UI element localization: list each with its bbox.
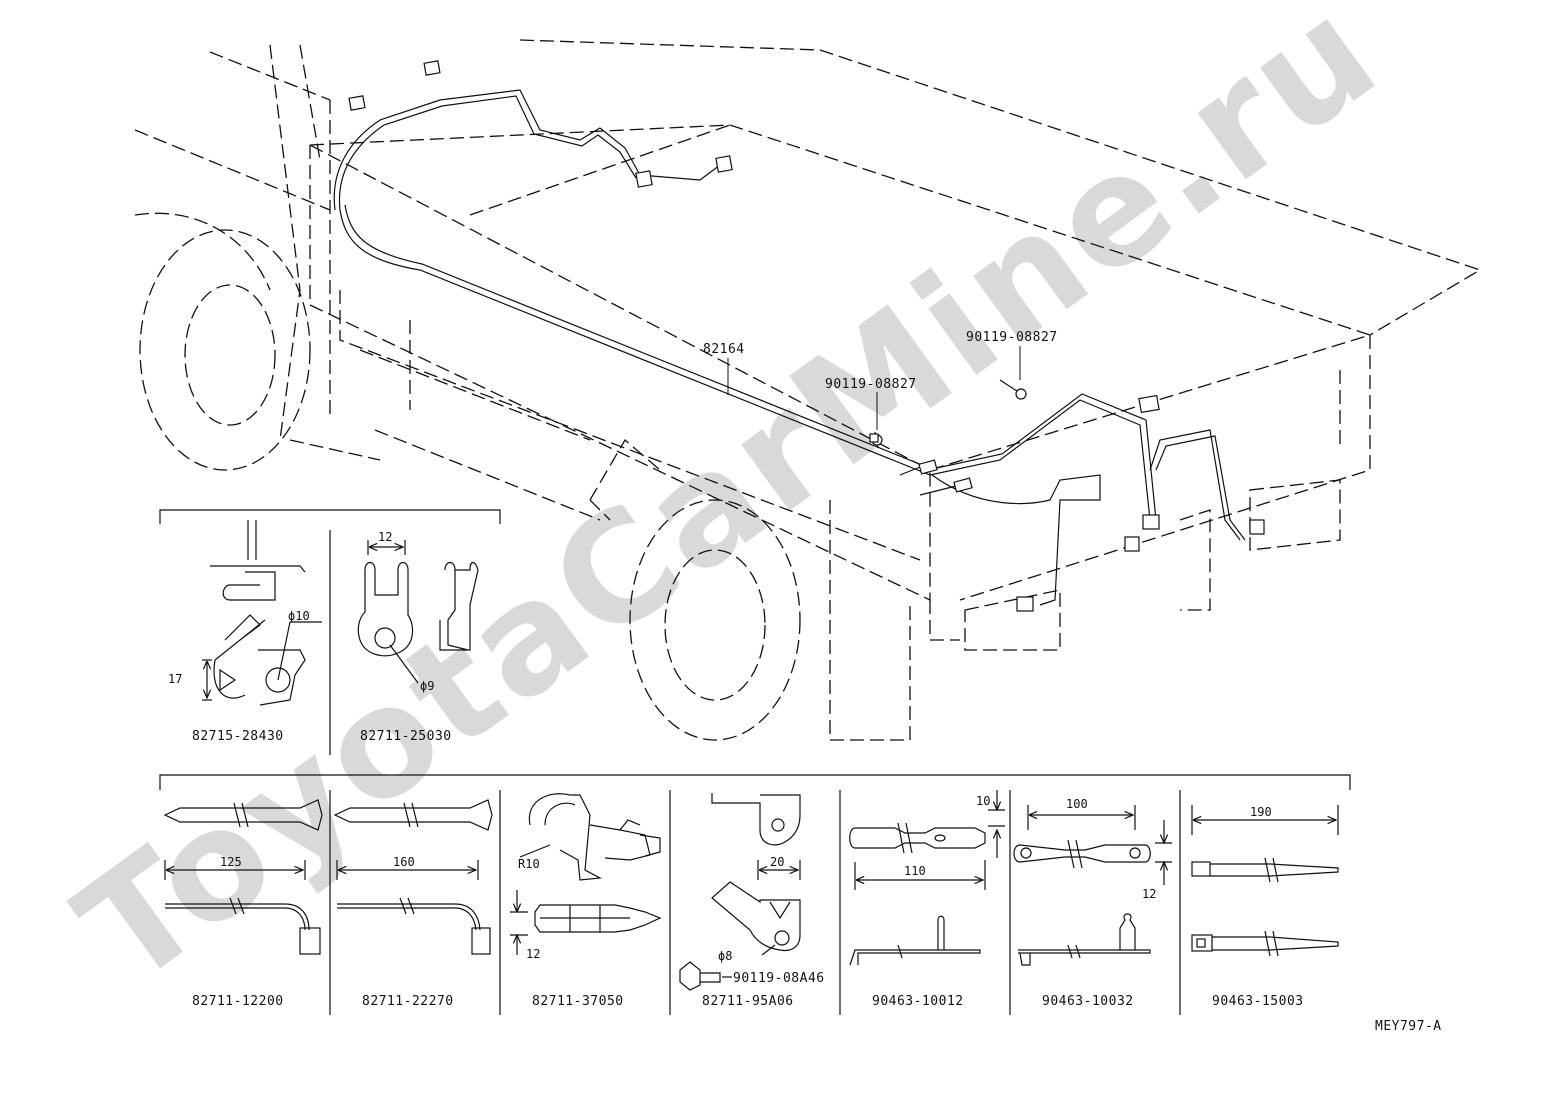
dim-90463-10012-len: 110 xyxy=(904,864,926,878)
bolt-90119-08A46-label: 90119-08A46 xyxy=(733,971,825,986)
dim-82711-12200-len: 125 xyxy=(220,855,242,869)
callout-bolt-lower-label: 90119-08827 xyxy=(825,377,917,392)
tie-90463-10012 xyxy=(849,790,1005,966)
part-82711-37050-label: 82711-37050 xyxy=(532,994,624,1009)
tie-90463-10032 xyxy=(1013,805,1172,966)
dim-90463-10032-len: 100 xyxy=(1066,797,1088,811)
part-82711-95A06-label: 82711-95A06 xyxy=(702,994,794,1009)
clamp-82711-95A06 xyxy=(679,793,801,991)
dim-82711-95A06-dia: ϕ8 xyxy=(718,949,732,963)
callout-leaders xyxy=(727,346,1021,430)
part-82711-25030-label: 82711-25030 xyxy=(360,729,452,744)
dim-90463-10012-thk: 10 xyxy=(976,794,990,808)
dim-82711-22270-len: 160 xyxy=(393,855,415,869)
dim-90463-15003-len: 190 xyxy=(1250,805,1272,819)
upper-inset-frame xyxy=(159,509,501,755)
part-82711-22270-label: 82711-22270 xyxy=(362,994,454,1009)
part-90463-15003-label: 90463-15003 xyxy=(1212,994,1304,1009)
dim-82711-37050-radius: R10 xyxy=(518,857,540,871)
part-82711-12200-label: 82711-12200 xyxy=(192,994,284,1009)
dim-82711-95A06-width: 20 xyxy=(770,855,784,869)
dim-82715-28430-height: 17 xyxy=(168,672,182,686)
clamp-82715-28430 xyxy=(202,520,322,706)
bolt-icon-upper xyxy=(999,379,1027,400)
harness-connectors xyxy=(348,60,1265,612)
dim-82711-37050-height: 12 xyxy=(526,947,540,961)
tie-90463-15003 xyxy=(1191,805,1339,957)
dim-82715-28430-dia: ϕ10 xyxy=(288,609,310,623)
part-90463-10032-label: 90463-10032 xyxy=(1042,994,1134,1009)
callout-bolt-upper-label: 90119-08827 xyxy=(966,330,1058,345)
wire-harness xyxy=(333,89,1246,606)
part-82715-28430-label: 82715-28430 xyxy=(192,729,284,744)
clip-82711-12200 xyxy=(163,799,323,955)
bolt-icon-lower xyxy=(869,431,883,449)
clip-82711-37050 xyxy=(510,793,662,955)
dim-90463-10032-thk: 12 xyxy=(1142,887,1156,901)
drawing-code: MEY797-A xyxy=(1375,1019,1442,1034)
dim-82711-25030-dia: ϕ9 xyxy=(420,679,434,693)
part-90463-10012-label: 90463-10012 xyxy=(872,994,964,1009)
callout-wire-label: 82164 xyxy=(703,342,745,357)
truck-outline xyxy=(134,39,1482,741)
clip-82711-22270 xyxy=(333,799,493,955)
clamp-82711-25030 xyxy=(357,540,479,684)
lower-inset-frame xyxy=(159,774,1351,1015)
dim-82711-25030-width: 12 xyxy=(378,530,392,544)
